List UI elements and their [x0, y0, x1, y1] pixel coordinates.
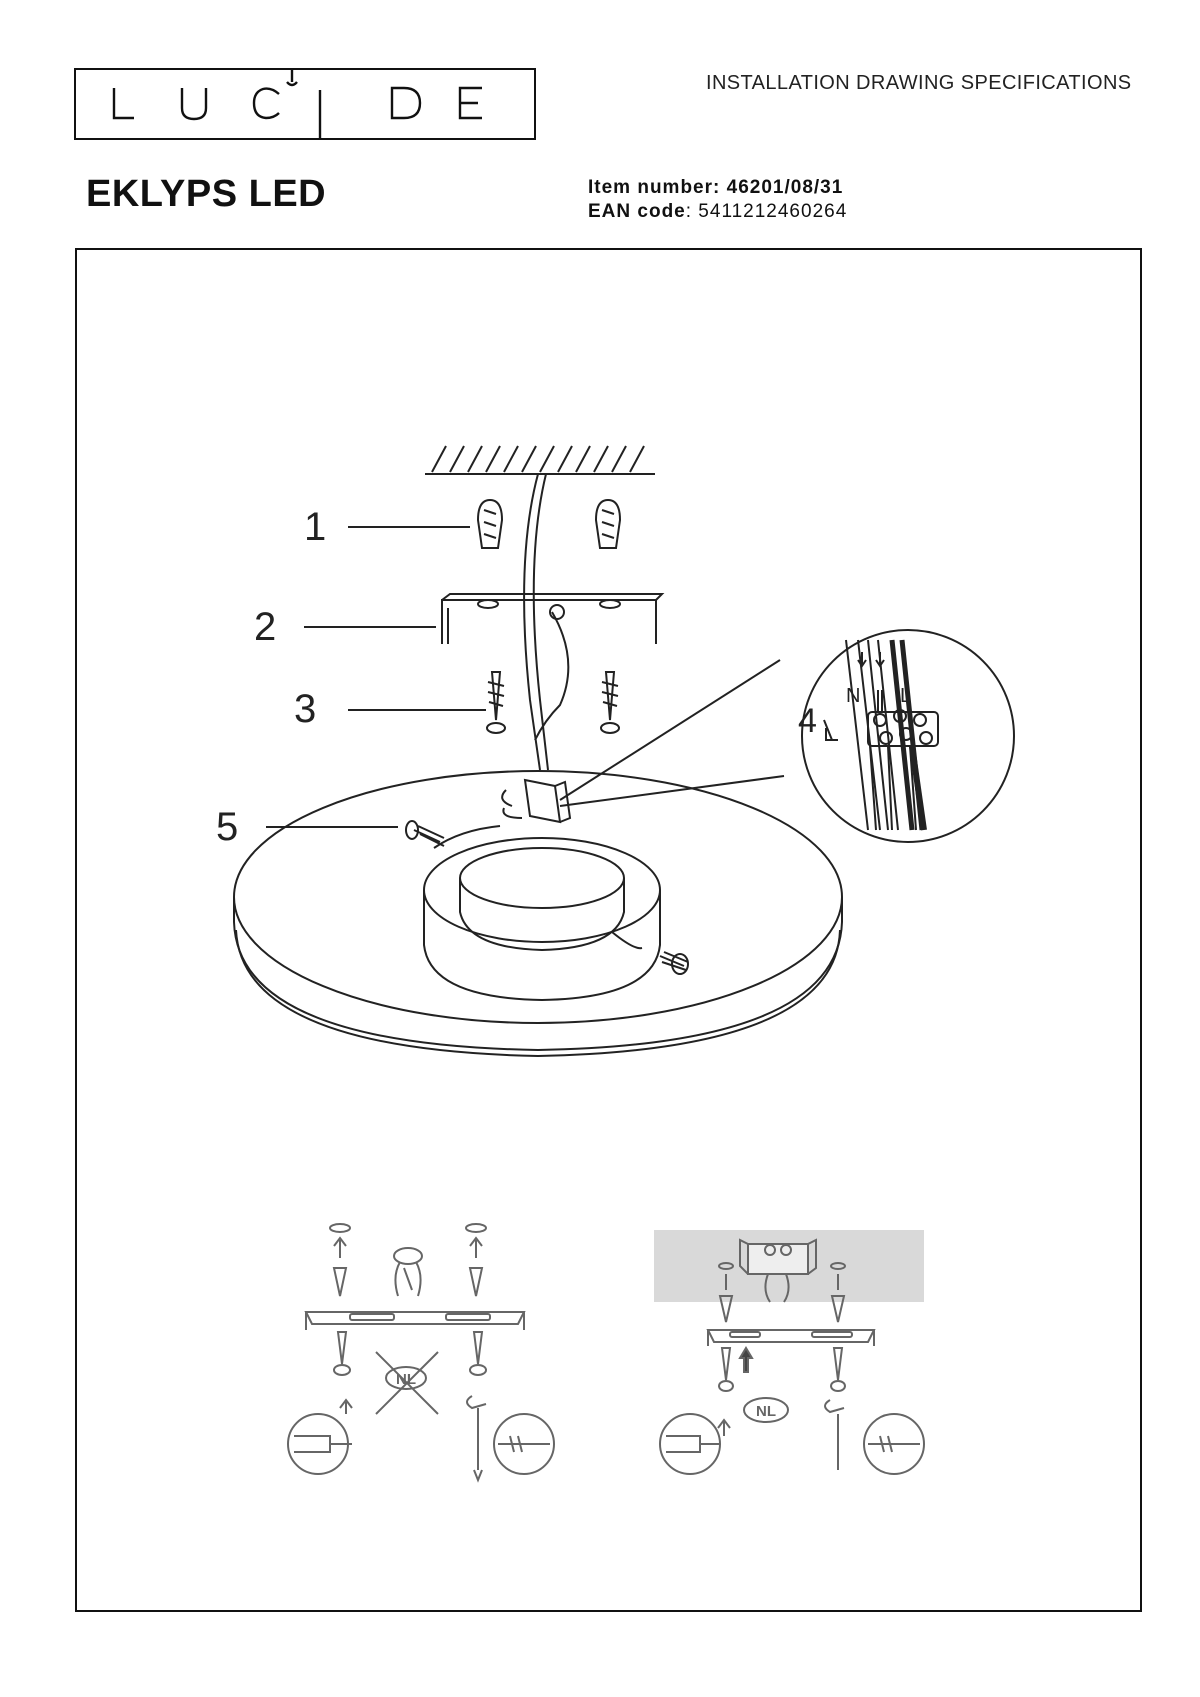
terminal-label-l: L [900, 685, 911, 707]
callout-5: 5 [216, 805, 238, 849]
ean-row: EAN code: 5411212460264 [588, 200, 847, 224]
ean-value: : 5411212460264 [685, 201, 848, 222]
callout-4: 4 [798, 702, 817, 740]
mounting-bracket-icon [441, 593, 665, 644]
luminaire-disc [233, 770, 843, 1058]
item-number-label: Item number: [588, 177, 721, 198]
wiring-detail-circle [801, 629, 1015, 843]
item-number-value: 46201/08/31 [726, 177, 844, 198]
document-title: INSTALLATION DRAWING SPECIFICATIONS [706, 72, 1132, 94]
terminal-block-icon [501, 778, 572, 824]
item-number-row: Item number: 46201/08/31 [588, 176, 847, 200]
not-applicable-badge [385, 1366, 427, 1390]
drawing-frame [75, 248, 1142, 1612]
instruction-right [654, 1230, 925, 1475]
badge-nl: NL [756, 1403, 776, 1420]
badge-nl-crossed: NL [396, 1371, 416, 1388]
instruction-left [287, 1223, 555, 1483]
lucide-logo [74, 68, 536, 140]
power-cable [523, 473, 549, 771]
terminal-label-n: N [846, 685, 860, 707]
screw-icon [405, 820, 689, 975]
product-meta: Item number: 46201/08/31 EAN code: 54112… [588, 176, 847, 224]
callout-1: 1 [304, 505, 326, 549]
ean-label: EAN code [588, 201, 686, 222]
wall-plug-icon [476, 498, 622, 549]
ceiling-icon [425, 445, 655, 475]
product-name: EKLYPS LED [86, 173, 327, 215]
callout-3: 3 [294, 687, 316, 731]
callout-2: 2 [254, 605, 276, 649]
screw-icon [486, 671, 620, 734]
